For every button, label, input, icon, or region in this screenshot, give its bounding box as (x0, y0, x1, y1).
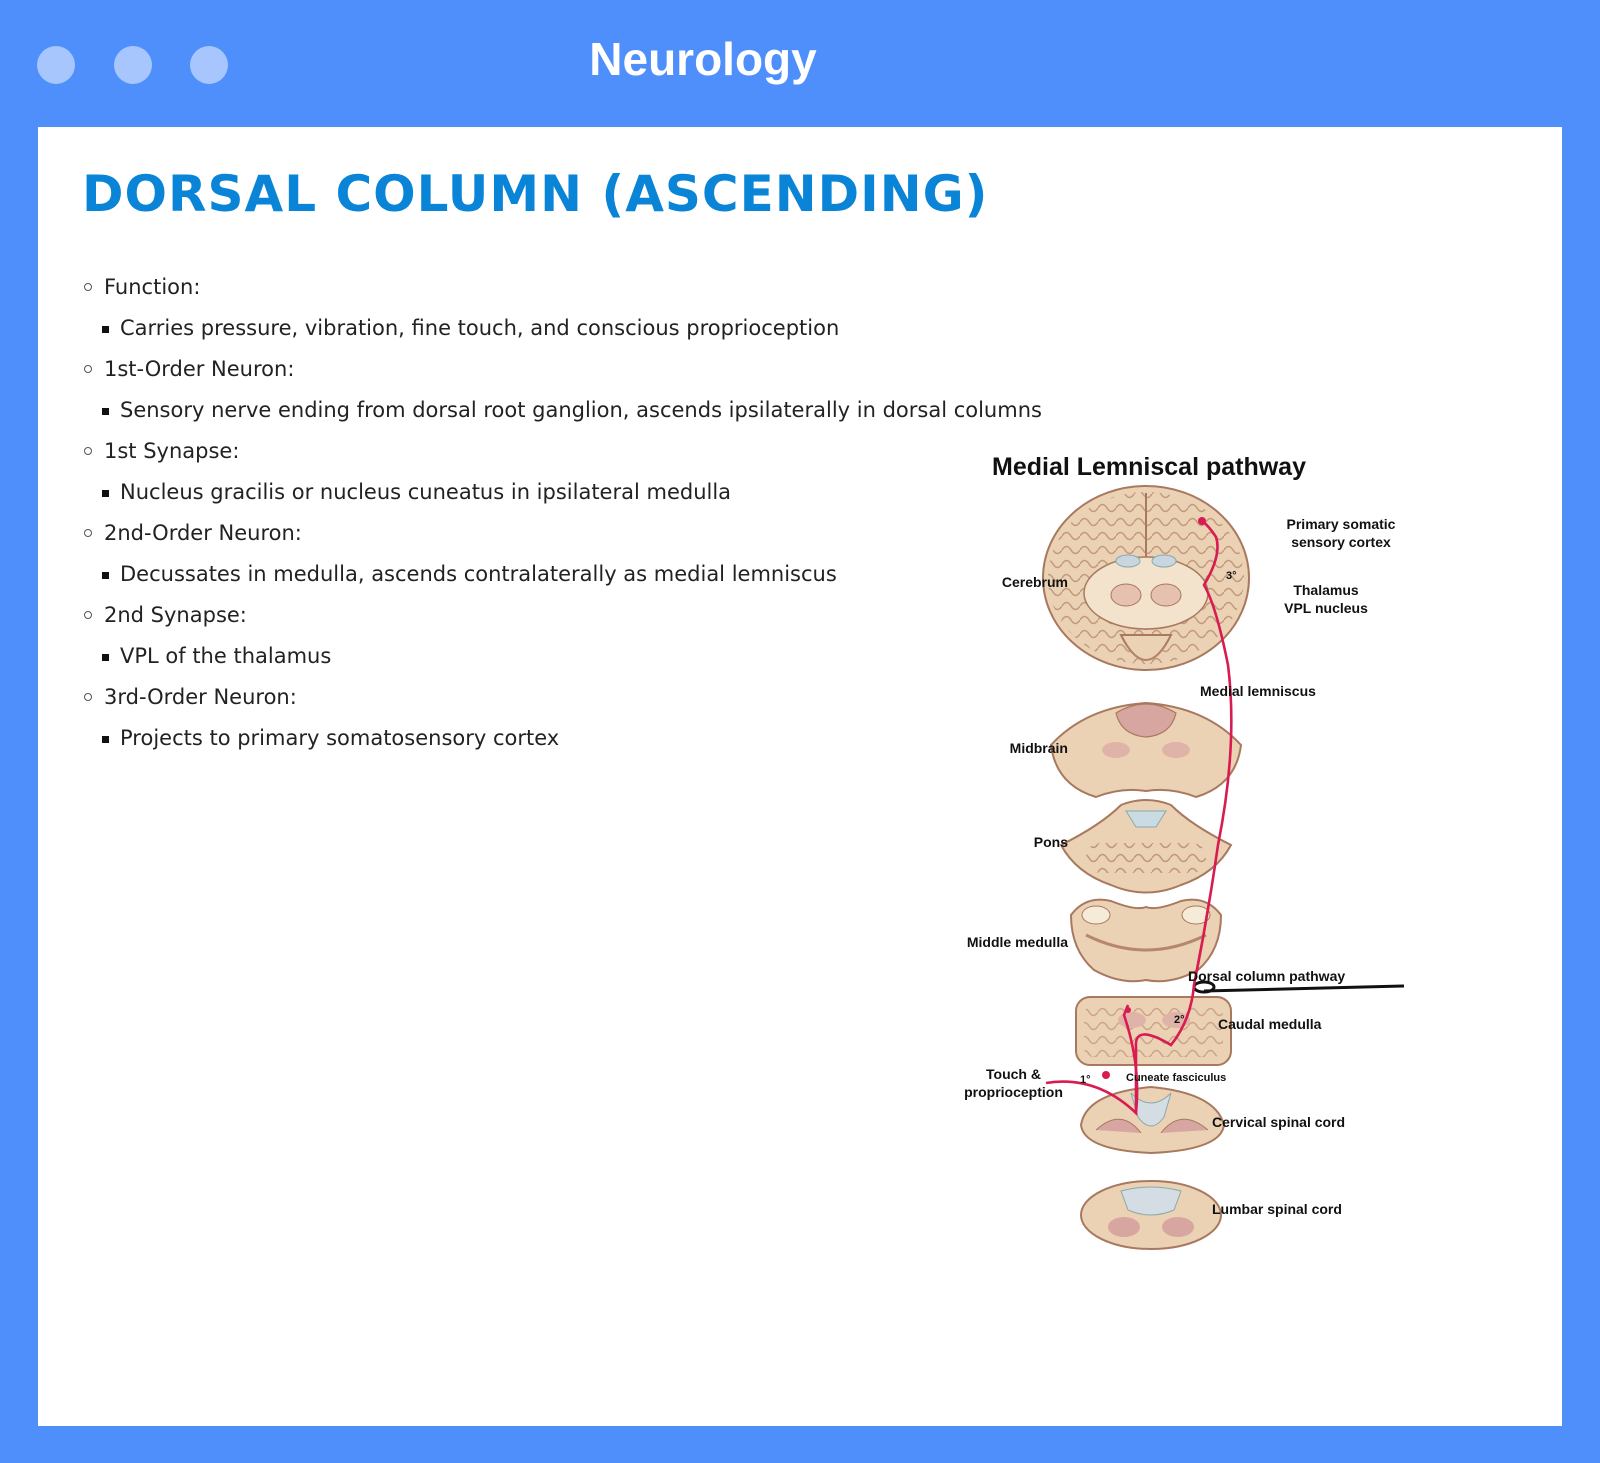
outline-list: Function: Carries pressure, vibration, f… (82, 267, 1042, 759)
circle-bullet-icon (84, 365, 92, 373)
square-bullet-icon (102, 572, 109, 579)
label-middle-medulla: Middle medulla (966, 934, 1068, 950)
outline-detail: Nucleus gracilis or nucleus cuneatus in … (82, 472, 1042, 513)
label-first-order: 1° (1080, 1074, 1091, 1086)
label-touch-proprioception: Touch & proprioception (956, 1065, 1071, 1101)
label-caudal-medulla: Caudal medulla (1218, 1016, 1322, 1032)
outline-item: 2nd-Order Neuron: (82, 513, 1042, 554)
circle-bullet-icon (84, 283, 92, 291)
label-dorsal-column-pathway: Dorsal column pathway (1188, 968, 1346, 984)
outline-label: 2nd Synapse: (104, 603, 247, 627)
second-order-neuron-dot (1125, 1007, 1131, 1013)
content-panel: DORSAL COLUMN (ASCENDING) Function: Carr… (38, 127, 1562, 1426)
outline-detail-text: Sensory nerve ending from dorsal root ga… (120, 398, 1042, 422)
circle-bullet-icon (84, 447, 92, 455)
lemniscal-pathway-line (1045, 519, 1233, 1117)
cortex-neuron-dot (1198, 517, 1206, 525)
window-maximize-button[interactable] (190, 46, 228, 84)
square-bullet-icon (102, 326, 109, 333)
outline-detail: VPL of the thalamus (82, 636, 1042, 677)
medial-lemniscal-figure: Medial Lemniscal pathway Primary somatic… (936, 445, 1476, 1405)
label-cortex-line-1: Primary somatic (1286, 516, 1396, 532)
outline-detail-text: Carries pressure, vibration, fine touch,… (120, 316, 840, 340)
window-minimize-button[interactable] (114, 46, 152, 84)
label-thalamus-line-2: VPL nucleus (1284, 600, 1368, 616)
outline-label: Function: (104, 275, 201, 299)
outline-label: 1st-Order Neuron: (104, 357, 295, 381)
outline-label: 3rd-Order Neuron: (104, 685, 297, 709)
circle-bullet-icon (84, 529, 92, 537)
cerebrum-section (1042, 485, 1250, 671)
outline-detail: Projects to primary somatosensory cortex (82, 718, 1042, 759)
caudal-medulla-section (1075, 996, 1232, 1066)
outline-label: 1st Synapse: (104, 439, 240, 463)
middle-medulla-section (1069, 898, 1223, 983)
outline-detail-text: Projects to primary somatosensory cortex (120, 726, 560, 750)
label-touch-line-2: proprioception (964, 1084, 1063, 1100)
circle-bullet-icon (84, 611, 92, 619)
outline-detail: Sensory nerve ending from dorsal root ga… (82, 390, 1042, 431)
window-title: Neurology (589, 33, 817, 85)
pons-section (1059, 799, 1233, 894)
label-thalamus-line-1: Thalamus (1293, 582, 1359, 598)
figure-title: Medial Lemniscal pathway (992, 453, 1306, 481)
outline-detail: Decussates in medulla, ascends contralat… (82, 554, 1042, 595)
outline-item: 1st-Order Neuron: (82, 349, 1042, 390)
outline-detail: Carries pressure, vibration, fine touch,… (82, 308, 1042, 349)
outline-item: Function: (82, 267, 1042, 308)
window-titlebar: Neurology (0, 0, 1600, 127)
label-cortex: Primary somatic sensory cortex (1266, 515, 1416, 551)
label-cerebrum: Cerebrum (1001, 574, 1068, 590)
label-lumbar-cord: Lumbar spinal cord (1212, 1201, 1342, 1217)
dorsal-column-pointer (1203, 984, 1405, 993)
outline-detail-text: Decussates in medulla, ascends contralat… (120, 562, 837, 586)
label-pons: Pons (1033, 834, 1068, 850)
outline-detail-text: Nucleus gracilis or nucleus cuneatus in … (120, 480, 732, 504)
outline-item: 2nd Synapse: (82, 595, 1042, 636)
label-midbrain: Midbrain (1009, 740, 1068, 756)
outline-label: 2nd-Order Neuron: (104, 521, 302, 545)
first-order-neuron-dot (1102, 1071, 1110, 1079)
label-third-order: 3° (1226, 570, 1237, 582)
cervical-cord-section (1079, 1085, 1226, 1155)
square-bullet-icon (102, 654, 109, 661)
outline-item: 1st Synapse: (82, 431, 1042, 472)
square-bullet-icon (102, 408, 109, 415)
pathway-illustration (1042, 485, 1405, 1250)
label-touch-line-1: Touch & (986, 1066, 1041, 1082)
circle-bullet-icon (84, 693, 92, 701)
window-close-button[interactable] (37, 46, 75, 84)
outline-item: 3rd-Order Neuron: (82, 677, 1042, 718)
label-second-order: 2° (1174, 1014, 1185, 1026)
label-thalamus: Thalamus VPL nucleus (1266, 581, 1386, 617)
midbrain-section (1049, 701, 1243, 799)
square-bullet-icon (102, 490, 109, 497)
label-medial-lemniscus: Medial lemniscus (1200, 683, 1316, 699)
outline-detail-text: VPL of the thalamus (120, 644, 332, 668)
page-heading: DORSAL COLUMN (ASCENDING) (82, 165, 989, 223)
label-cortex-line-2: sensory cortex (1291, 534, 1391, 550)
square-bullet-icon (102, 736, 109, 743)
lumbar-cord-section (1080, 1180, 1222, 1250)
label-cuneate-fasciculus: Cuneate fasciculus (1126, 1072, 1227, 1084)
label-cervical-cord: Cervical spinal cord (1212, 1114, 1346, 1130)
